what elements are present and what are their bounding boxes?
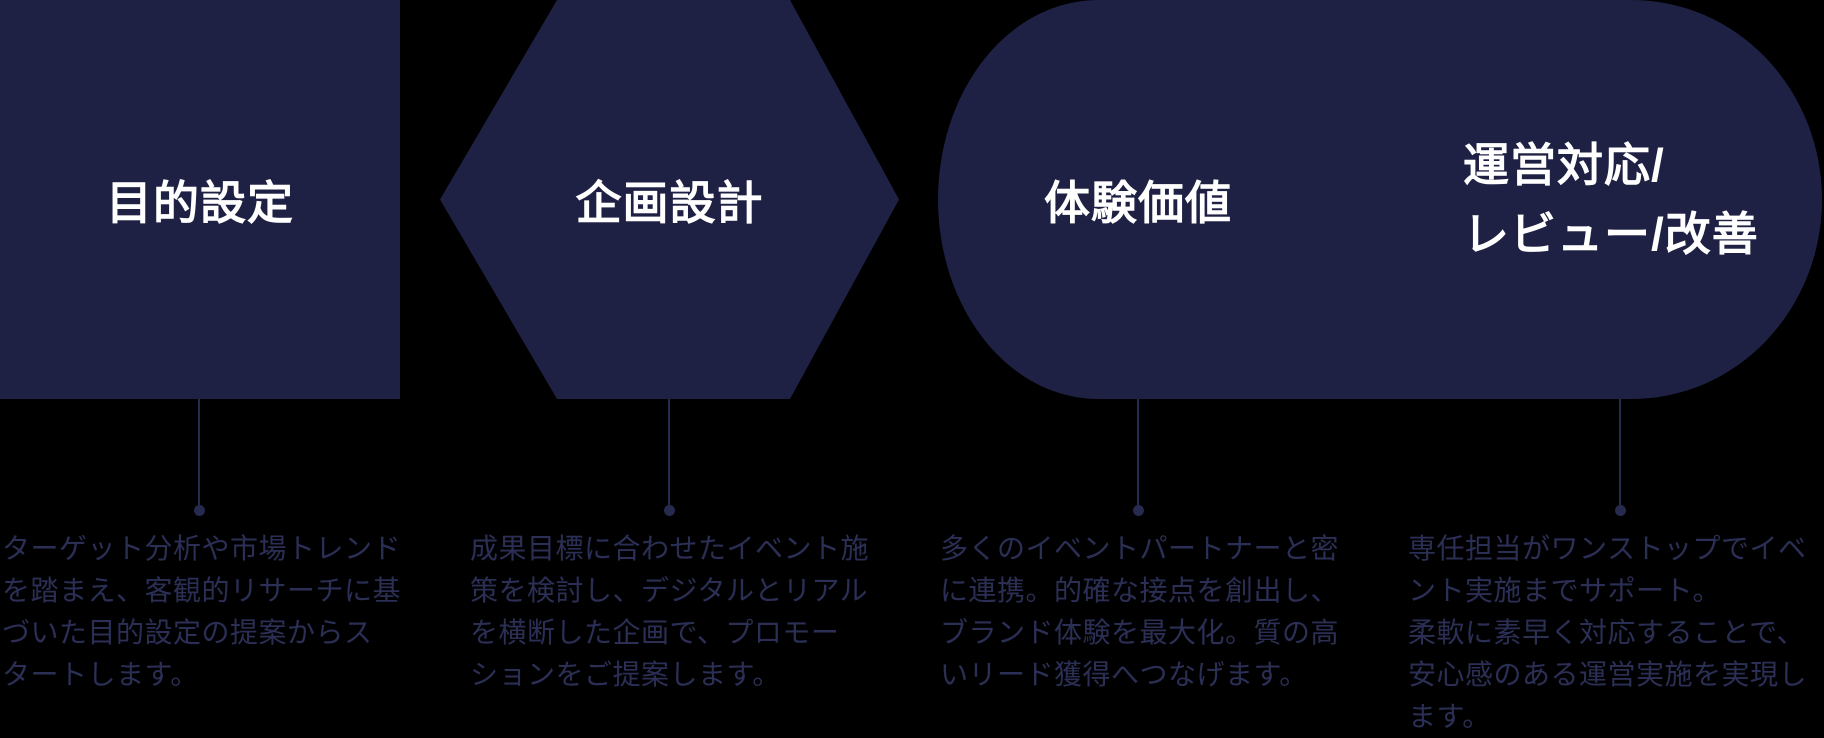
text-line: ます。 [1408, 701, 1491, 732]
step-shape-experience-and-operation: 体験価値 運営対応/レビュー/改善 [938, 0, 1822, 399]
text-line: ションをご提案します。 [470, 659, 781, 690]
text-line: ブランド体験を最大化。質の高 [940, 617, 1340, 648]
text-line: 運営対応/ [1463, 138, 1665, 191]
step-description-operation-review: 専任担当がワンストップでイベント実施までサポート。柔軟に素早く対応することで、安… [1408, 528, 1808, 738]
text-line: ターゲット分析や市場トレンド [2, 533, 402, 564]
step-description-planning-design: 成果目標に合わせたイベント施策を検討し、デジタルとリアルを横断した企画で、プロモ… [470, 528, 870, 696]
step-title-planning-design: 企画設計 [575, 176, 764, 229]
text-line: を踏まえ、客観的リサーチに基 [2, 575, 402, 606]
connector-line-planning-design [668, 399, 670, 506]
step-title-experience-value: 体験価値 [1044, 176, 1232, 229]
step-title-operation-review: 運営対応/レビュー/改善 [1463, 131, 1759, 269]
text-line: 安心感のある運営実施を実現し [1408, 659, 1808, 690]
text-line: いリード獲得へつなげます。 [940, 659, 1308, 690]
text-line: タートします。 [2, 659, 199, 690]
text-line: 成果目標に合わせたイベント施 [470, 533, 870, 564]
text-line: 多くのイベントパートナーと密 [940, 533, 1340, 564]
text-line: レビュー/改善 [1463, 207, 1759, 260]
text-line: を横断した企画で、プロモー [470, 617, 840, 648]
step-shape-goal-setting: 目的設定 [0, 0, 400, 399]
text-line: ント実施までサポート。 [1408, 575, 1721, 606]
text-line: 策を検討し、デジタルとリアル [470, 575, 869, 606]
step-description-goal-setting: ターゲット分析や市場トレンドを踏まえ、客観的リサーチに基づいた目的設定の提案から… [2, 528, 402, 696]
connector-dot-operation-review [1615, 505, 1626, 516]
connector-dot-planning-design [664, 505, 675, 516]
connector-line-goal-setting [198, 399, 200, 506]
text-line: づいた目的設定の提案からス [2, 617, 373, 648]
text-line: に連携。的確な接点を創出し、 [940, 575, 1340, 606]
connector-line-operation-review [1619, 399, 1621, 506]
connector-dot-experience-value [1133, 505, 1144, 516]
connector-line-experience-value [1137, 399, 1139, 506]
text-line: 柔軟に素早く対応することで、 [1408, 617, 1806, 648]
text-line: 専任担当がワンストップでイベ [1408, 533, 1807, 564]
step-description-experience-value: 多くのイベントパートナーと密に連携。的確な接点を創出し、ブランド体験を最大化。質… [940, 528, 1340, 696]
step-shape-planning-design: 企画設計 [440, 0, 899, 399]
step-title-goal-setting: 目的設定 [106, 176, 294, 229]
step-title-experience-value-wrap: 体験価値 [938, 0, 1338, 399]
step-title-operation-review-wrap: 運営対応/レビュー/改善 [1463, 0, 1759, 399]
connector-dot-goal-setting [194, 505, 205, 516]
